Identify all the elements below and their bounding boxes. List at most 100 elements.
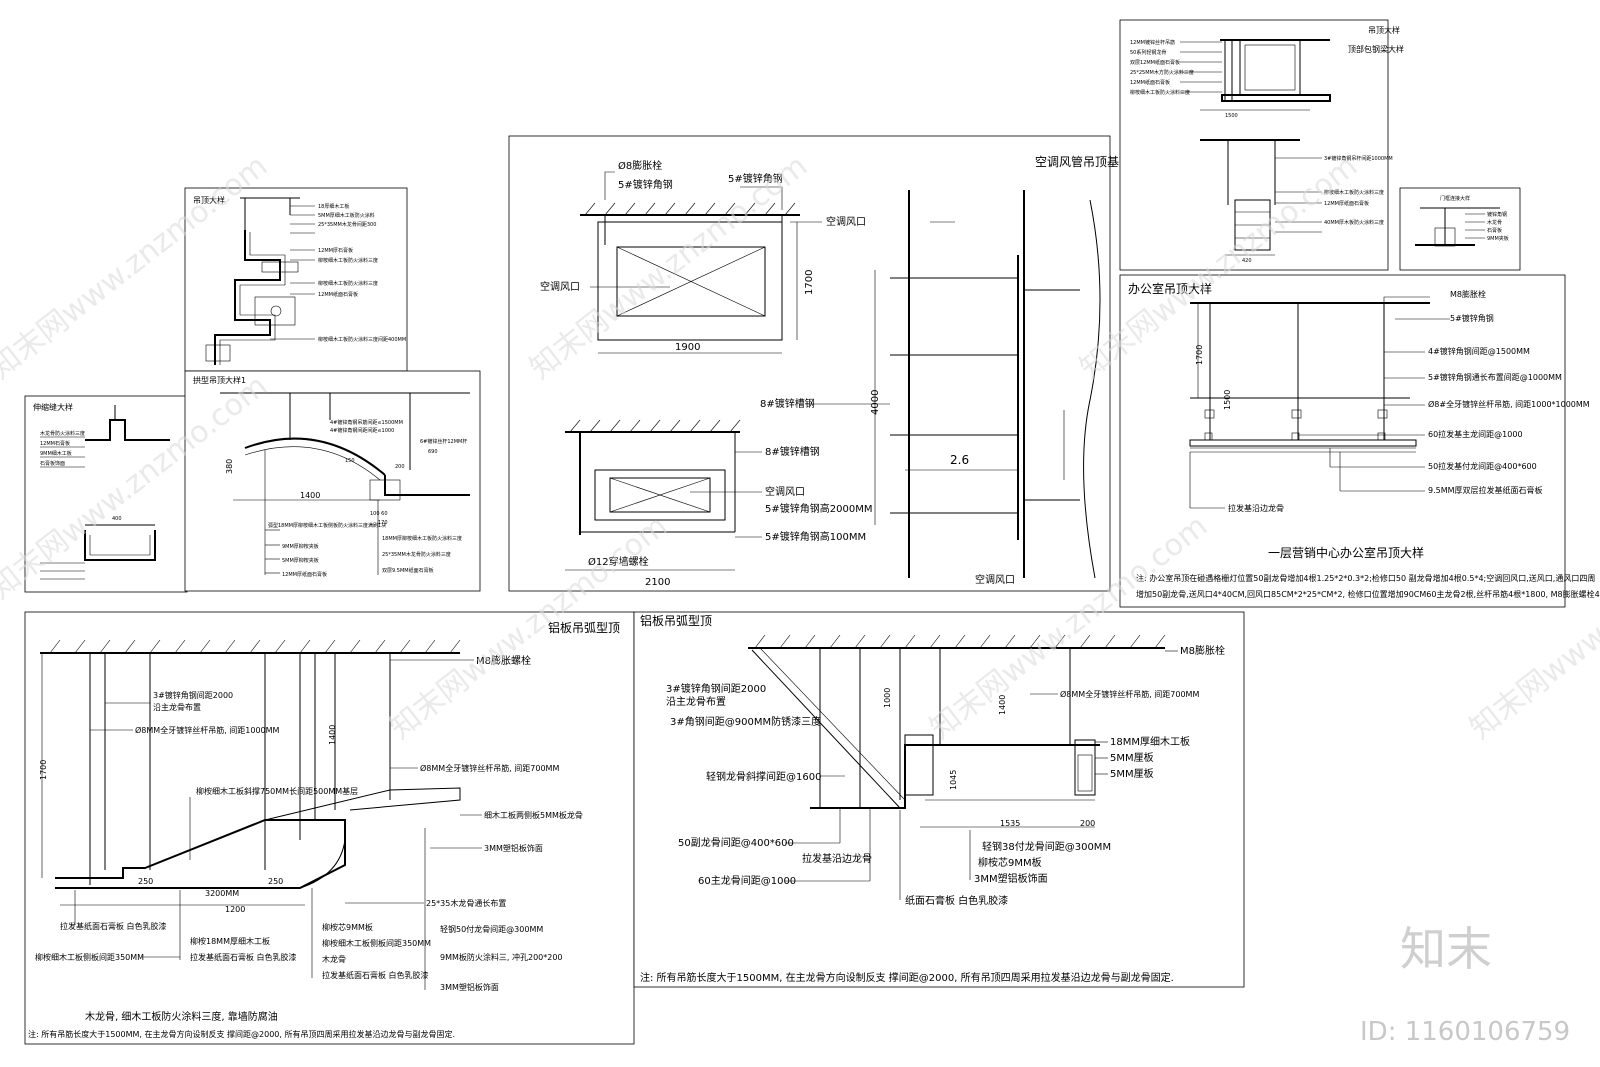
label: 4#镀锌角钢吊筋间距≤1500MM bbox=[330, 419, 403, 426]
label: M8膨胀栓 bbox=[1180, 644, 1225, 657]
label: 5MM厘板 bbox=[1110, 751, 1154, 764]
label: 50副龙骨间距@400*600 bbox=[678, 836, 794, 849]
label: 4#镀锌角钢间距间距≤1000 bbox=[330, 427, 394, 434]
panel-aluminum-arc-right: 铝板吊弧型顶 1535 200 1000 bbox=[633, 611, 1245, 988]
dimension: 200 bbox=[395, 464, 405, 470]
label: 柳桉细木工板防火涂料三度间距400MM bbox=[318, 336, 406, 343]
label: M8膨胀栓 bbox=[1450, 289, 1486, 299]
label: 木龙骨防火涂料三度 bbox=[40, 430, 85, 437]
label: 柳桉细木工板防火涂料三度 bbox=[318, 280, 378, 287]
panel-small-detail: 门框连接大样 镀锌角钢 木龙骨 石膏板 9MM夹板 bbox=[1399, 187, 1521, 271]
dimension: 170 bbox=[378, 520, 388, 526]
dimension: 1400 bbox=[998, 695, 1007, 715]
panel-arch-ceiling: 拱型吊顶大样1 1400 380 150 690 200 100 60 170 … bbox=[184, 370, 481, 592]
label: 3#镀锌角钢间距2000 bbox=[153, 690, 233, 700]
label: 3#镀锌角钢吊杆间距1000MM bbox=[1324, 155, 1393, 162]
note-line: 注: 办公室吊顶在碰遇格栅灯位置50副龙骨增加4根1.25*2*0.3*2;检修… bbox=[1136, 573, 1595, 583]
label: 纸面石膏板 白色乳胶漆 bbox=[905, 894, 1008, 907]
label: 12MM纸面石膏板 bbox=[318, 291, 358, 298]
label: 木龙骨 bbox=[1487, 219, 1502, 226]
dimension: 1700 bbox=[1195, 345, 1204, 365]
label: Ø8膨胀栓 bbox=[618, 159, 662, 172]
label: 18厚细木工板 bbox=[318, 203, 349, 210]
panel-ac-duct-frame: 空调风管吊顶基架 Ø8膨胀栓 5#镀锌角钢 5#镀锌角钢 空调风口 空调风口 1… bbox=[508, 135, 1131, 592]
label: 9MM板防火涂料三, 冲孔200*200 bbox=[440, 952, 563, 962]
dimension: 400 bbox=[112, 516, 122, 522]
panel-title: 铝板吊弧型顶 bbox=[640, 613, 712, 628]
label: 5MM厘板 bbox=[1110, 767, 1154, 780]
panel-title: 空调风管吊顶基架 bbox=[1035, 154, 1131, 169]
dimension: 1400 bbox=[300, 491, 320, 500]
dimension: 2100 bbox=[645, 577, 670, 588]
label: 拉发基纸面石膏板 白色乳胶漆 bbox=[322, 970, 429, 980]
panel-title: 办公室吊顶大样 bbox=[1128, 281, 1212, 296]
label: 5#镀锌角钢 bbox=[1450, 313, 1494, 323]
label: 18MM厚细木工板 bbox=[1110, 735, 1190, 748]
label: 5#镀锌角钢高100MM bbox=[765, 530, 866, 543]
watermark-id: ID: 1160106759 bbox=[1360, 1017, 1570, 1047]
panel-title: 门框连接大样 bbox=[1440, 195, 1470, 202]
label: 3MM塑铝板饰面 bbox=[484, 843, 543, 853]
label: 8#镀锌槽钢 bbox=[760, 397, 815, 410]
dimension: 250 bbox=[268, 877, 283, 886]
label: M8膨胀螺栓 bbox=[476, 654, 531, 667]
label: 沿主龙骨布置 bbox=[153, 702, 201, 712]
label: 弧型18MM厚柳桉细木工板侧板防火涂料三度满刷1块 bbox=[268, 522, 386, 529]
dimension: 150 bbox=[345, 458, 355, 464]
label: 轻钢38付龙骨间距@300MM bbox=[982, 840, 1111, 853]
note: 注: 所有吊筋长度大于1500MM, 在主龙骨方向设制反支 撑间距@2000, … bbox=[640, 971, 1174, 984]
dimension: 1500 bbox=[1223, 390, 1232, 410]
label: Ø8MM全牙镀锌丝杆吊筋, 间距1000MM bbox=[135, 725, 280, 735]
dimension: 380 bbox=[225, 459, 234, 474]
label: 5MM厚细木工板防火涂料 bbox=[318, 212, 375, 219]
caption: 一层营销中心办公室吊顶大样 bbox=[1268, 545, 1424, 560]
label: 沿主龙骨布置 bbox=[666, 695, 726, 708]
panel-ceiling-beam-detail: 吊顶大样 顶部包钢梁大样 1500 12MM镀锌丝杆吊筋 50系列轻钢龙骨 双层… bbox=[1119, 19, 1404, 271]
label: 8#镀锌槽钢 bbox=[765, 445, 820, 458]
panel-title: 铝板吊弧型顶 bbox=[548, 620, 620, 635]
dimension: 1500 bbox=[1225, 113, 1238, 119]
label: 轻钢龙骨斜撑间距@1600 bbox=[706, 770, 821, 783]
label: 9MM夹板 bbox=[1487, 235, 1509, 242]
panel-expansion-joint: 伸缩缝大样 木龙骨防火涂料三度 12MM石膏板 9MM细木工板 石膏板饰面 40… bbox=[24, 395, 188, 593]
label: 双层12MM纸面石膏板 bbox=[1130, 59, 1180, 66]
dimension: 1700 bbox=[804, 270, 815, 295]
panel-subtitle: 顶部包钢梁大样 bbox=[1348, 44, 1404, 54]
panel-title: 伸缩缝大样 bbox=[33, 402, 73, 412]
label: 石膏板 bbox=[1487, 227, 1502, 234]
dimension: 2.6 bbox=[950, 453, 969, 467]
label: 柳桉细木工板斜撑750MM长间距500MM基层 bbox=[196, 786, 358, 796]
label: 5MM厚柳桉夹板 bbox=[282, 557, 319, 564]
label: 3MM塑铝板饰面 bbox=[440, 982, 499, 992]
label: 柳桉芯9MM板 bbox=[978, 856, 1042, 869]
panel-aluminum-arc-left: 铝板吊弧型顶 1700 1400 bbox=[24, 611, 635, 1045]
dimension: 1200 bbox=[225, 905, 245, 914]
label: Ø12穿墙螺栓 bbox=[588, 555, 649, 568]
footer-title: 木龙骨, 细木工板防火涂料三度, 靠墙防腐油 bbox=[85, 1010, 278, 1023]
label: 空调风口 bbox=[540, 280, 580, 293]
label: 50拉发基付龙间距@400*600 bbox=[1428, 461, 1537, 471]
label: 6#镀锌丝杆12MM杆 bbox=[420, 438, 467, 445]
dimension: 1535 bbox=[1000, 819, 1020, 828]
label: 细木工板两侧板5MM板龙骨 bbox=[484, 810, 583, 820]
label: 9MM细木工板 bbox=[40, 450, 72, 457]
label: 轻钢50付龙骨间距@300MM bbox=[440, 924, 543, 934]
label: 25*35MM木龙骨防火涂料三度 bbox=[382, 551, 451, 558]
dimension: 1900 bbox=[675, 342, 700, 353]
panel-title: 吊顶大样 bbox=[193, 195, 225, 205]
dimension: 1000 bbox=[883, 688, 892, 708]
label: 40MM厚木板防火涂料三度 bbox=[1324, 219, 1384, 226]
label: 12MM厚纸面石膏板 bbox=[282, 571, 327, 578]
label: 18MM厚柳桉细木工板防火涂料三度 bbox=[382, 535, 462, 542]
label: 空调风口 bbox=[975, 573, 1015, 586]
label: 镀锌角钢 bbox=[1487, 211, 1507, 218]
watermark-logo: 知末 bbox=[1400, 922, 1492, 976]
label: 石膏板饰面 bbox=[40, 460, 65, 467]
label: 12MM石膏板 bbox=[40, 440, 70, 447]
label: 柳桉细木工板侧板间距350MM bbox=[35, 952, 144, 962]
dimension: 1045 bbox=[949, 770, 958, 790]
panel-ceiling-detail-small: 吊顶大样 18厚细木工板 5MM厚细木工板防火涂料 25*35MM木龙骨间距30… bbox=[184, 187, 408, 372]
label: 空调风口 bbox=[765, 485, 805, 498]
panel-office-ceiling: 办公室吊顶大样 1700 1500 M8膨胀栓 5#镀锌 bbox=[1119, 274, 1600, 608]
